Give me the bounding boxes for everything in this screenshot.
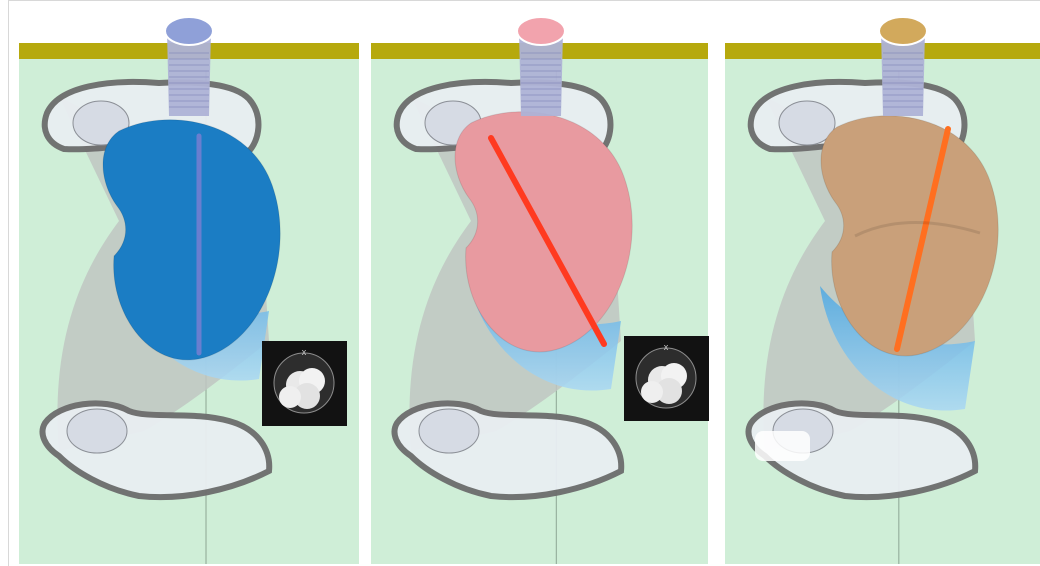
white-marker bbox=[755, 431, 810, 461]
lower-heel bbox=[67, 409, 127, 453]
inset-blob bbox=[279, 386, 301, 408]
inset-thumbnail: x bbox=[624, 336, 709, 421]
lower-heel bbox=[419, 409, 479, 453]
tube-cap bbox=[165, 17, 213, 45]
inset-mark: x bbox=[302, 347, 307, 357]
tube-cap bbox=[879, 17, 927, 45]
inset-blob bbox=[641, 381, 663, 403]
inset-mark: x bbox=[664, 342, 669, 352]
inset-thumbnail: x bbox=[262, 341, 347, 426]
tube-cap bbox=[517, 17, 565, 45]
panel-2: x bbox=[371, 17, 709, 564]
panel-3 bbox=[725, 17, 1040, 564]
panel-1: x bbox=[19, 17, 359, 564]
